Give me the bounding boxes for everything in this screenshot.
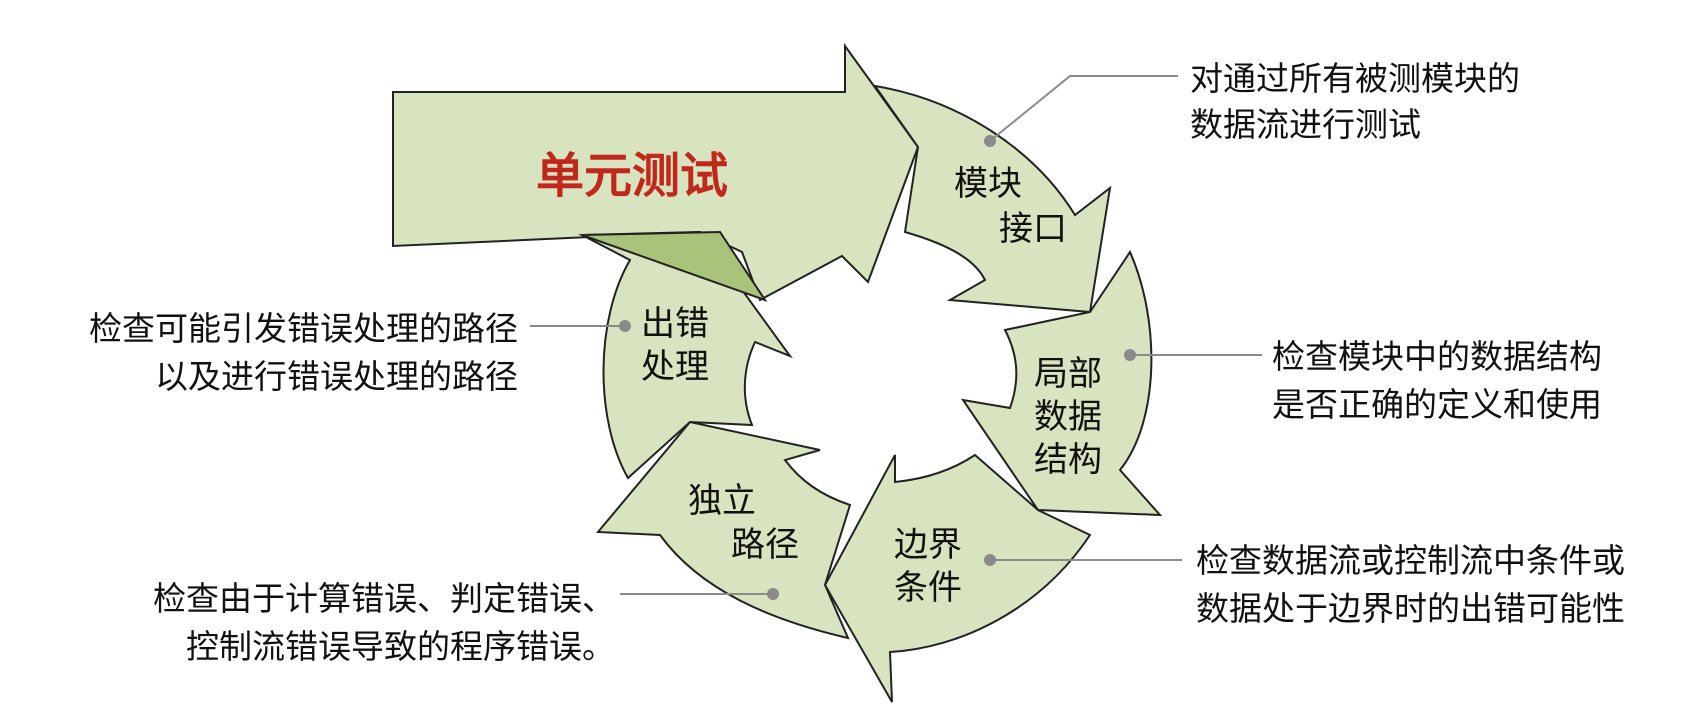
annotation-interface-2: 数据流进行测试 (1190, 105, 1421, 144)
diagram-title: 单元测试 (536, 148, 728, 204)
annotation-interface-1: 对通过所有被测模块的 (1190, 59, 1520, 98)
segment-label-local-data-2: 数据 (1034, 397, 1102, 437)
leader-error (530, 320, 631, 332)
leader-path (620, 588, 779, 600)
segment-label-boundary-2: 条件 (894, 568, 962, 608)
annotation-path-1: 检查由于计算错误、判定错误、 (153, 579, 615, 618)
leader-local-data (1124, 349, 1262, 361)
segment-label-interface-2: 接口 (999, 209, 1067, 249)
segment-label-local-data-3: 结构 (1034, 440, 1102, 480)
segment-label-boundary-1: 边界 (894, 525, 962, 565)
annotation-local-data-1: 检查模块中的数据结构 (1272, 337, 1602, 376)
segment-boundary (823, 453, 1092, 703)
annotation-local-data-2: 是否正确的定义和使用 (1272, 385, 1602, 424)
annotation-error-2: 以及进行错误处理的路径 (155, 357, 518, 396)
annotation-boundary-1: 检查数据流或控制流中条件或 (1196, 541, 1625, 580)
segment-module-interface (872, 84, 1112, 314)
segment-label-error-1: 出错 (641, 304, 709, 344)
segment-local-data (960, 249, 1163, 517)
segment-label-local-data-1: 局部 (1034, 354, 1102, 394)
annotation-error-1: 检查可能引发错误处理的路径 (89, 309, 518, 348)
segment-label-path-1: 独立 (688, 481, 756, 521)
segment-error-handling (578, 230, 793, 480)
segment-label-interface-1: 模块 (954, 164, 1022, 204)
arrow-shadow-wedge (581, 230, 768, 302)
leader-boundary (984, 554, 1182, 566)
leader-interface (984, 75, 1178, 147)
segment-label-path-2: 路径 (731, 525, 799, 565)
annotation-boundary-2: 数据处于边界时的出错可能性 (1196, 589, 1625, 628)
annotation-path-2: 控制流错误导致的程序错误。 (186, 627, 615, 666)
segment-independent-path (595, 420, 852, 640)
segment-label-error-2: 处理 (641, 347, 709, 387)
